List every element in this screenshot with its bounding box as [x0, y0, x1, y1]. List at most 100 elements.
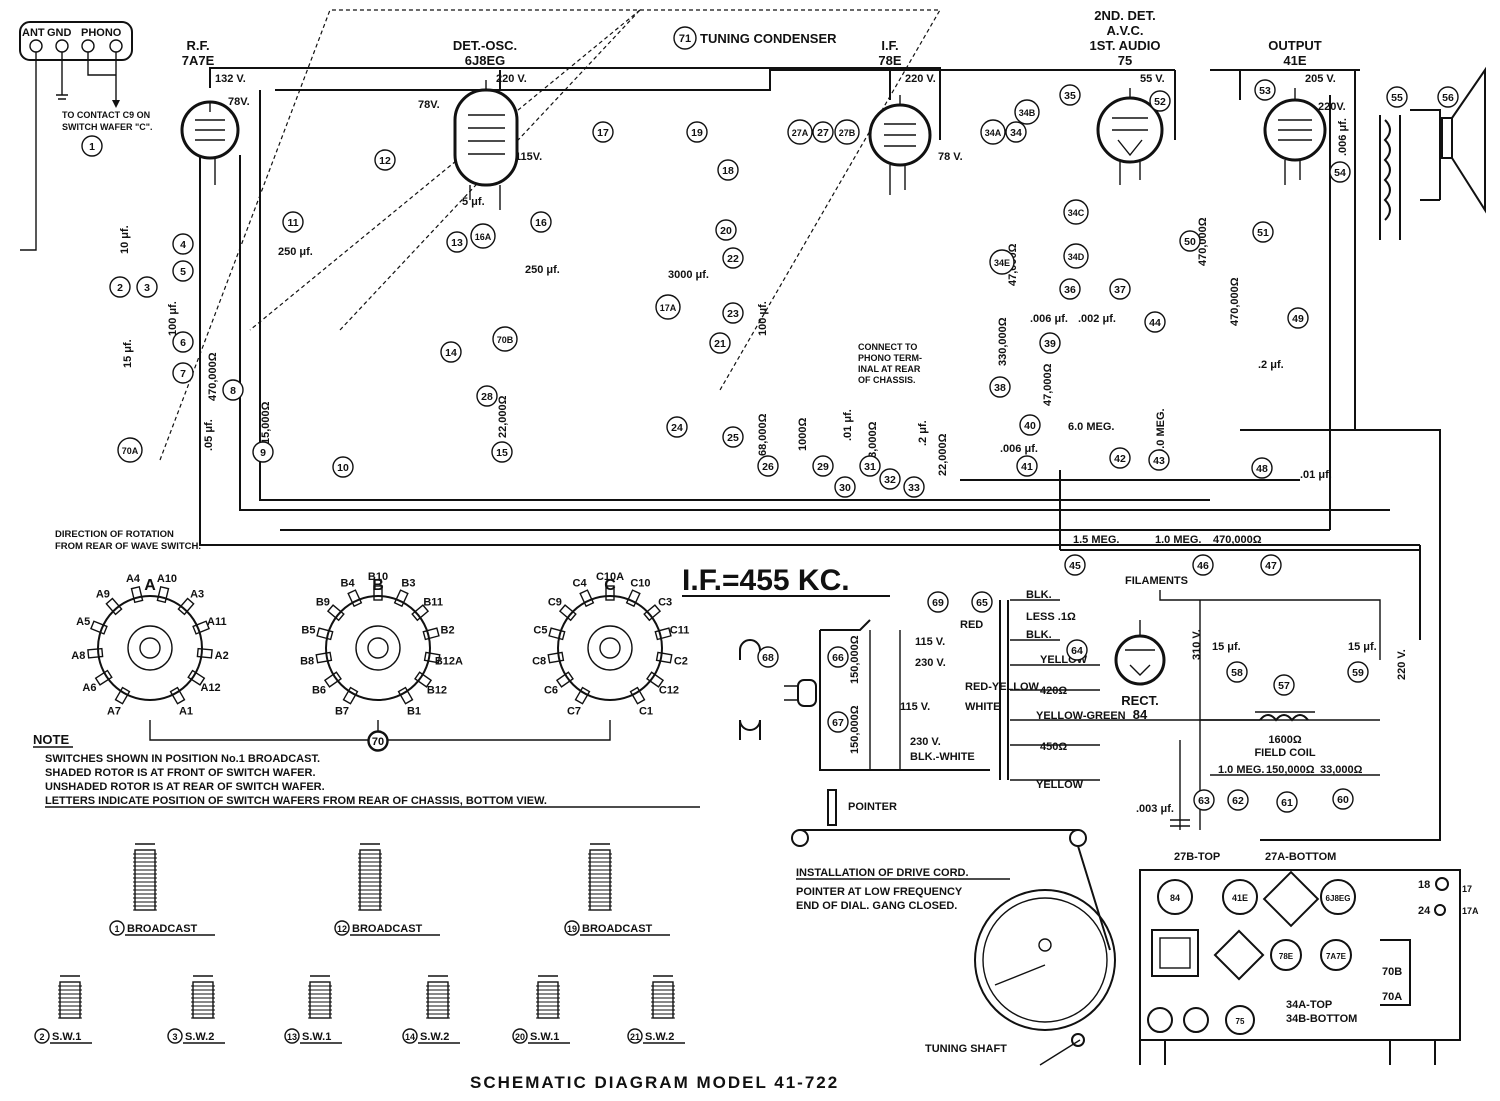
coil-number: 1 [114, 924, 119, 934]
tube-rect-type: 84 [1133, 707, 1148, 722]
component-marker-63: 63 [1193, 789, 1215, 811]
r7-value: 470,000Ω [207, 352, 219, 401]
component-marker-7: 7 [172, 362, 194, 384]
wafer-contact-b1: B1 [407, 705, 421, 717]
r15-value: 22,000Ω [497, 395, 509, 438]
r33-value: 22,000Ω [937, 433, 949, 476]
chassis-label-70b: 70B [1382, 966, 1402, 978]
component-marker-16: 16 [530, 211, 552, 233]
wire-yellow-green: YELLOW-GREEN [1036, 710, 1126, 722]
component-number-text: 70A [122, 446, 139, 456]
tube-osc-extra-v: 115V. [515, 151, 542, 163]
wire-yellow-2: YELLOW [1036, 779, 1084, 791]
component-marker-28: 28 [476, 385, 498, 407]
wire-blk-white: BLK.-WHITE [910, 751, 975, 763]
chassis-mid-label-a: 34A-TOP [1286, 999, 1332, 1011]
terminal-note-1: TO CONTACT C9 ON [62, 110, 150, 120]
wafer-contact-c5: C5 [533, 624, 547, 636]
component-marker-59: 59 [1347, 661, 1369, 683]
component-marker-17a: 17A [655, 294, 681, 320]
component-marker-26: 26 [757, 455, 779, 477]
wafer-contact-a8: A8 [71, 650, 85, 662]
component-number-text: 39 [1044, 338, 1056, 350]
chassis-label-17a: 17A [1462, 906, 1479, 916]
component-marker-52: 52 [1149, 90, 1171, 112]
component-number-text: 23 [727, 308, 739, 320]
component-marker-15: 15 [491, 441, 513, 463]
component-number-text: 64 [1071, 645, 1083, 657]
note-line-4: LETTERS INDICATE POSITION OF SWITCH WAFE… [45, 795, 547, 807]
component-marker-12: 12 [374, 149, 396, 171]
wafer-contact-tab [94, 669, 113, 686]
component-number-text: 53 [1259, 85, 1271, 97]
component-marker-42: 42 [1109, 447, 1131, 469]
coil-label: S.W.1 [52, 1031, 81, 1043]
note-line-2: SHADED ROTOR IS AT FRONT OF SWITCH WAFER… [45, 767, 316, 779]
wafer-contact-b9: B9 [316, 597, 330, 609]
component-marker-4: 4 [172, 233, 194, 255]
component-marker-49: 49 [1287, 307, 1309, 329]
component-number-text: 54 [1334, 167, 1346, 179]
component-marker-45: 45 [1064, 554, 1086, 576]
tube-out-label: OUTPUT [1268, 38, 1322, 53]
component-number-text: 29 [817, 461, 829, 473]
field-coil-label: FIELD COIL [1254, 747, 1315, 759]
coil-2: 2 S.W.1 [34, 975, 92, 1044]
wafer-contact-c11: C11 [670, 624, 690, 636]
component-marker-27a: 27A [787, 119, 813, 145]
c22-value: 3000 μf. [668, 269, 709, 281]
chassis-label-24: 24 [1418, 905, 1431, 917]
component-marker-33: 33 [903, 476, 925, 498]
r26-value: 68,000Ω [757, 413, 769, 456]
component-number-text: 34E [994, 258, 1010, 268]
component-number-text: 37 [1114, 284, 1126, 296]
component-marker-43: 43 [1148, 449, 1170, 471]
wafer-contact-b8: B8 [300, 656, 314, 668]
r29-value: 1000Ω [797, 418, 809, 451]
component-marker-34a: 34A [980, 119, 1006, 145]
component-marker-64: 64 [1066, 639, 1088, 661]
component-number-text: 69 [932, 597, 944, 609]
wafer-contact-a12: A12 [200, 682, 220, 694]
component-number-text: 45 [1069, 560, 1081, 572]
wafer-contact-tab [87, 647, 104, 659]
component-marker-2: 2 [109, 276, 131, 298]
component-number-text: 32 [884, 474, 896, 486]
r40-value: 47,000Ω [1042, 363, 1054, 406]
component-number-text: 48 [1256, 463, 1268, 475]
component-marker-65: 65 [971, 591, 993, 613]
wafer-contact-tab [397, 686, 414, 705]
wafer-contact-tab [655, 651, 673, 664]
component-number-text: 17 [597, 127, 609, 139]
socket-41e: 41E [1232, 893, 1248, 903]
field-coil-value: 1600Ω [1268, 734, 1301, 746]
rotation-note-2: FROM REAR OF WAVE SWITCH. [55, 541, 201, 552]
component-number-text: 7 [180, 368, 186, 380]
chassis-label-70a: 70A [1382, 991, 1402, 1003]
coil-label: S.W.2 [420, 1031, 449, 1043]
coil-label: BROADCAST [127, 923, 198, 935]
c59-value: 15 μf. [1348, 641, 1377, 653]
phono-note-4: OF CHASSIS. [858, 375, 916, 385]
antenna-terminal-strip: ANT GND PHONO TO CONTACT C9 ON SWITCH WA… [19, 21, 153, 251]
c58-value: 15 μf. [1212, 641, 1241, 653]
wafer-contact-a9: A9 [96, 589, 110, 601]
wafer-contact-b2: B2 [441, 624, 455, 636]
wafer-contact-a7: A7 [107, 705, 121, 717]
coil-number: 2 [39, 1032, 44, 1042]
tube-det-label-3: 1ST. AUDIO [1089, 38, 1160, 53]
c37-value: .002 μf. [1078, 313, 1116, 325]
power-115-b: 115 V. [900, 701, 930, 713]
speaker [1379, 66, 1486, 240]
component-number-text: 31 [864, 461, 876, 473]
component-number-text: 30 [839, 482, 851, 494]
component-marker-13: 13 [446, 231, 468, 253]
component-number-text: 55 [1391, 92, 1403, 104]
component-marker-58: 58 [1226, 661, 1248, 683]
component-number-text: 38 [994, 382, 1006, 394]
c16-value: 250 μf. [525, 264, 560, 276]
